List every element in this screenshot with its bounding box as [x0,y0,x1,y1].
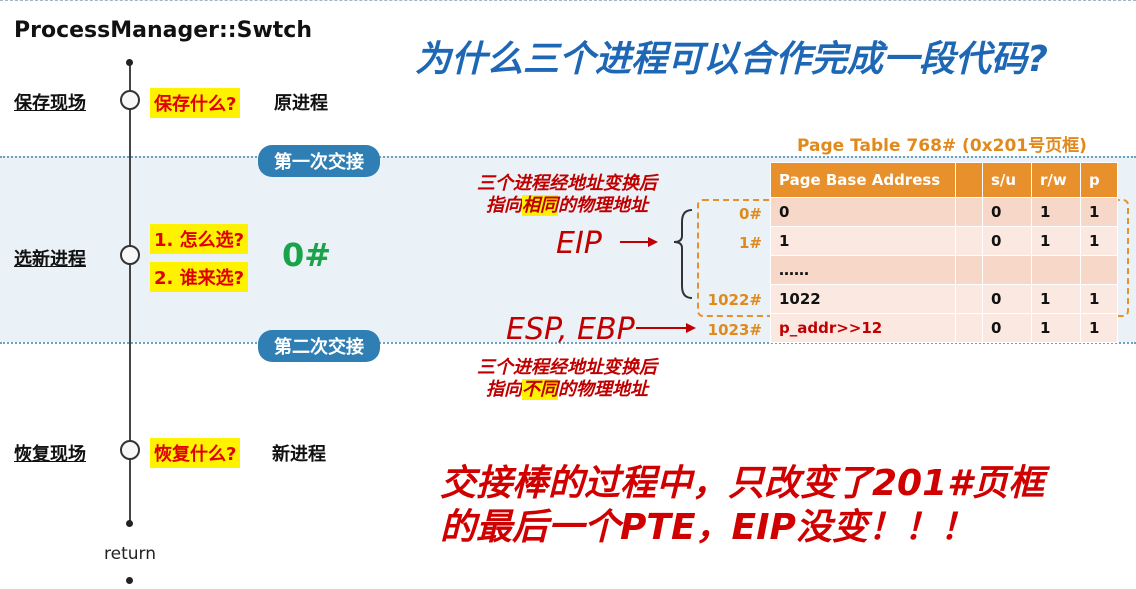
table-row: 1022 0 1 1 [770,284,1118,314]
conclusion-text: 交接棒的过程中，只改变了201#页框的最后一个PTE，EIP没变！！！ [440,463,1045,548]
cell-addr: …… [770,255,956,285]
cell-rw: 1 [1031,226,1081,256]
same-physical-note-line2: 指向相同的物理地址 [452,195,682,217]
process-zero-label: 0# [282,236,332,274]
header-rw: r/w [1031,162,1081,198]
cell-p: 1 [1080,226,1118,256]
page-table-header: Page Base Address s/u r/w p [770,162,1118,198]
cell-addr: 1 [770,226,956,256]
page-table: Page Base Address s/u r/w p 0 0 1 1 1 0 … [770,162,1118,343]
cell-rw: 1 [1031,197,1081,227]
cell-p: 1 [1080,197,1118,227]
same-physical-note-line1: 三个进程经地址变换后 [477,173,657,194]
cell-addr: 1022 [770,284,956,314]
eip-label: EIP [556,226,602,261]
top-dashed-border [0,0,1136,1]
header-spacer [955,162,983,198]
cell-p: 1 [1080,284,1118,314]
page-table-title: Page Table 768# (0x201号页框) [797,136,1087,156]
original-process-note: 原进程 [274,93,328,114]
table-row: …… [770,255,1118,285]
different-physical-note: 三个进程经地址变换后 指向不同的物理地址 [452,357,682,401]
cell-rw: 1 [1031,313,1081,343]
different-keyword: 不同 [522,379,558,400]
cell-su: 0 [982,313,1032,343]
different-physical-note-line2: 指向不同的物理地址 [452,379,682,401]
row-index-1023: 1023# [707,321,762,339]
cell-su: 0 [982,197,1032,227]
restore-what-highlight: 恢复什么? [150,438,241,468]
header-p: p [1080,162,1118,198]
same-note-suffix: 的物理地址 [558,195,648,216]
esp-ebp-label: ESP, EBP [506,312,635,347]
cell-su: 0 [982,226,1032,256]
cell-p [1080,255,1118,285]
row-index-1022: 1022# [707,291,762,309]
second-handover-pill: 第二次交接 [258,330,380,362]
cell-p: 1 [1080,313,1118,343]
step-select-process-label: 选新进程 [14,249,86,270]
new-process-note: 新进程 [272,444,326,465]
who-chooses-highlight: 2. 谁来选? [150,262,249,292]
same-keyword: 相同 [522,195,558,216]
cell-spacer [955,226,983,256]
different-note-suffix: 的物理地址 [558,379,648,400]
eip-arrow [620,237,658,247]
cell-su: 0 [982,284,1032,314]
table-row: 0 0 1 1 [770,197,1118,227]
step-select-process-node [120,245,140,265]
cell-spacer [955,255,983,285]
table-row: 1 0 1 1 [770,226,1118,256]
cell-su [982,255,1032,285]
cell-spacer [955,313,983,343]
cell-spacer [955,284,983,314]
same-physical-note: 三个进程经地址变换后 指向相同的物理地址 [452,173,682,217]
step-restore-context-node [120,440,140,460]
row-index-0: 0# [738,205,762,223]
different-physical-note-line1: 三个进程经地址变换后 [477,357,657,378]
page-title: ProcessManager::Swtch [14,18,312,43]
cell-addr: p_addr>>12 [770,313,956,343]
timeline-start-dot [126,59,133,66]
second-handover-line [0,342,1136,344]
question-heading: 为什么三个进程可以合作完成一段代码? [415,39,1048,80]
table-row: p_addr>>12 0 1 1 [770,313,1118,343]
esp-ebp-arrow [636,323,696,333]
timeline-line [129,63,131,525]
return-dot [126,577,133,584]
cell-spacer [955,197,983,227]
row-brace [673,209,693,299]
same-note-prefix: 指向 [486,195,522,216]
how-choose-highlight: 1. 怎么选? [150,224,249,254]
save-what-highlight: 保存什么? [150,88,241,118]
different-note-prefix: 指向 [486,379,522,400]
first-handover-line [0,156,1136,158]
step-restore-context-label: 恢复现场 [14,444,86,465]
timeline-end-dot [126,520,133,527]
header-su: s/u [982,162,1032,198]
cell-rw [1031,255,1081,285]
cell-addr: 0 [770,197,956,227]
row-index-1: 1# [738,234,762,252]
step-save-context-label: 保存现场 [14,93,86,114]
step-save-context-node [120,90,140,110]
first-handover-pill: 第一次交接 [258,145,380,177]
cell-rw: 1 [1031,284,1081,314]
header-page-base-address: Page Base Address [770,162,956,198]
return-label: return [104,544,156,564]
